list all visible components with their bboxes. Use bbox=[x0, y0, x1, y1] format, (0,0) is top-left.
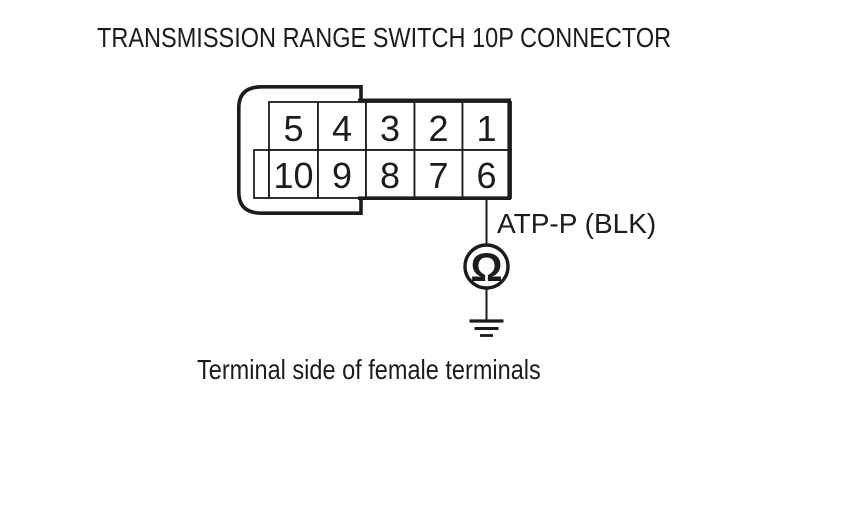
pin-number-3: 3 bbox=[380, 108, 400, 149]
ground-icon bbox=[469, 319, 504, 337]
pin-number-1: 1 bbox=[476, 108, 496, 149]
pin-number-2: 2 bbox=[428, 108, 448, 149]
diagram-title: TRANSMISSION RANGE SWITCH 10P CONNECTOR bbox=[97, 22, 672, 53]
pin-number-10: 10 bbox=[273, 155, 313, 196]
pin-number-4: 4 bbox=[332, 108, 352, 149]
empty-slot bbox=[253, 149, 270, 199]
pin-grid-border bbox=[358, 98, 511, 200]
pin-cell-10 bbox=[268, 149, 319, 199]
pin-numbers: 5 4 3 2 1 10 9 8 7 6 bbox=[273, 108, 496, 196]
wire-label: ATP-P (BLK) bbox=[497, 208, 657, 239]
ohm-symbol: Ω bbox=[470, 246, 502, 290]
pin-number-9: 9 bbox=[332, 155, 352, 196]
pin-number-5: 5 bbox=[283, 108, 303, 149]
ohmmeter-icon: Ω bbox=[463, 243, 510, 290]
pin-number-8: 8 bbox=[380, 155, 400, 196]
pin-number-7: 7 bbox=[428, 155, 448, 196]
caption: Terminal side of female terminals bbox=[197, 354, 541, 385]
pin-number-6: 6 bbox=[476, 155, 496, 196]
pin-cell-5 bbox=[268, 101, 319, 151]
connector-shell bbox=[237, 85, 363, 215]
pin-grid bbox=[253, 101, 512, 199]
